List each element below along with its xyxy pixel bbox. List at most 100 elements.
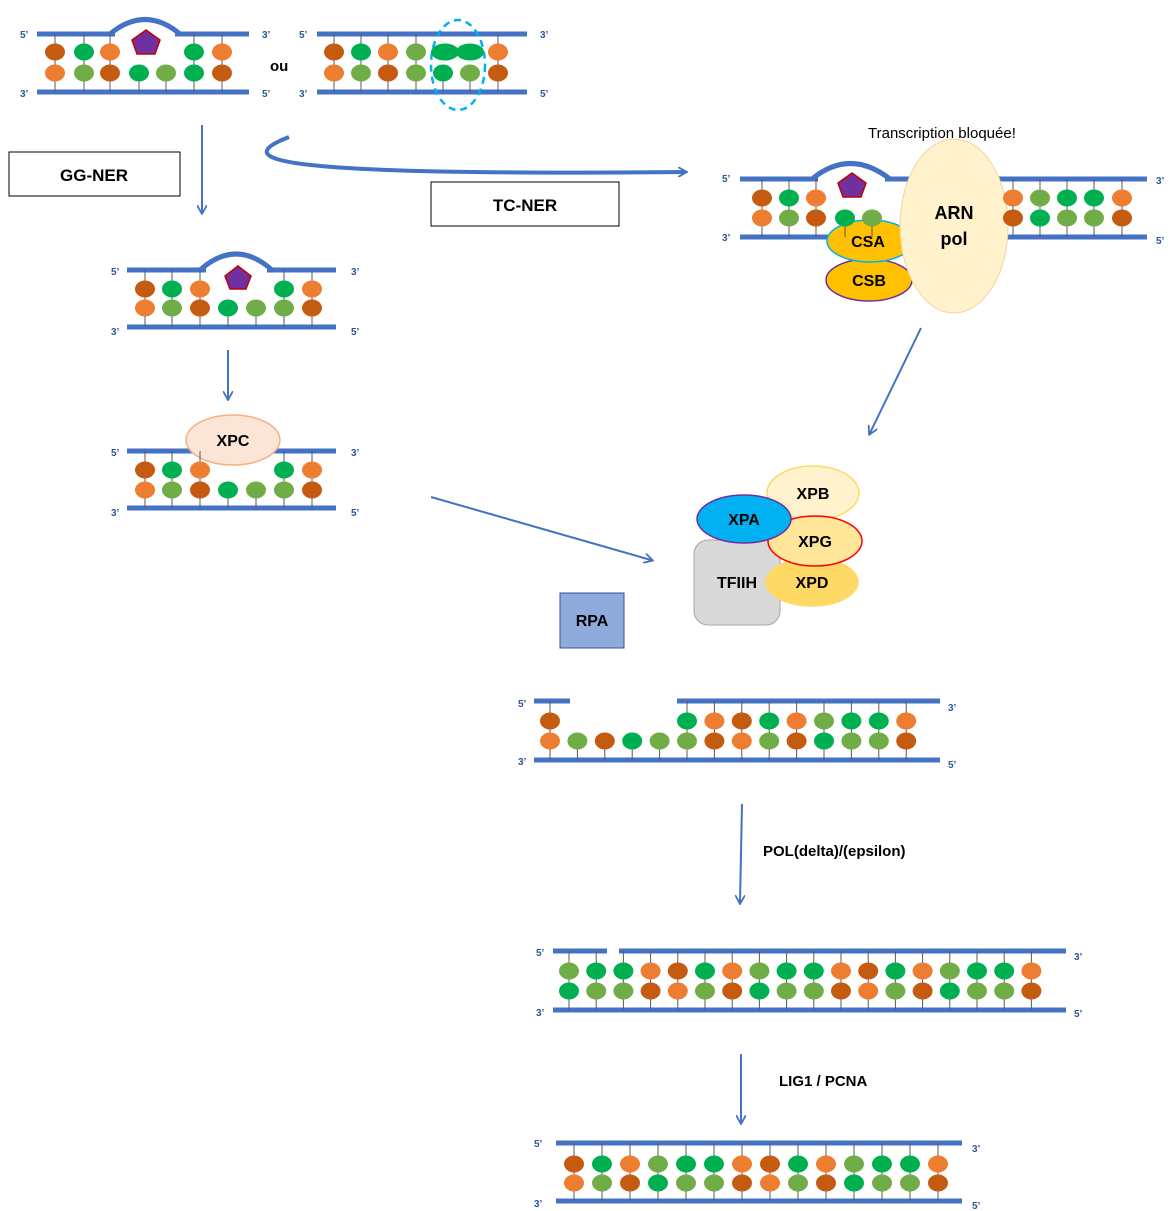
nucleotide	[1021, 982, 1042, 1000]
nucleotide	[1112, 209, 1132, 227]
nucleotide	[302, 481, 322, 499]
nucleotide	[190, 481, 210, 499]
five-prime-label: 5’	[536, 948, 545, 959]
thymine-dimer-icon	[429, 18, 487, 112]
nucleotide	[135, 280, 155, 298]
nucleotide	[488, 64, 508, 82]
nucleotide	[868, 712, 889, 730]
nucleotide	[1021, 962, 1042, 980]
nucleotide	[844, 1174, 864, 1192]
rna-pol-label-line2: pol	[941, 229, 968, 249]
nucleotide	[594, 732, 615, 750]
nucleotide	[677, 712, 697, 730]
gg-ner-label: GG-NER	[60, 166, 128, 185]
ligation-label: LIG1 / PCNA	[779, 1073, 868, 1090]
nucleotide	[667, 982, 688, 1000]
nucleotide	[648, 1155, 668, 1173]
five-prime-label: 5’	[351, 508, 360, 519]
nucleotide	[592, 1174, 612, 1192]
nucleotide	[274, 280, 294, 298]
nucleotide	[912, 982, 933, 1000]
five-prime-label: 5’	[20, 30, 29, 41]
nucleotide	[564, 1174, 584, 1192]
nucleotide	[704, 732, 725, 750]
three-prime-label: 3’	[518, 757, 527, 768]
nucleotide	[760, 1174, 780, 1192]
dna-excised: 5’ 3’ 3’ 5’	[518, 698, 957, 771]
five-prime-label: 5’	[262, 89, 271, 100]
nucleotide	[613, 982, 634, 1000]
nucleotide	[676, 1155, 696, 1173]
nucleotide	[567, 732, 588, 750]
tc-ner-box	[430, 181, 620, 227]
nucleotide	[162, 461, 182, 479]
nucleotide	[274, 299, 294, 317]
three-prime-label: 3’	[722, 233, 731, 244]
xpb-label: XPB	[797, 486, 830, 503]
lesion-bulge	[198, 251, 274, 272]
nucleotide	[406, 43, 426, 61]
nucleotide	[967, 962, 987, 980]
nucleotide	[1003, 189, 1023, 207]
nucleotide	[324, 64, 344, 82]
nucleotide	[218, 481, 238, 499]
dna-xpc: XPC 5’ 3’ 3’ 5’	[111, 414, 360, 519]
nucleotide	[586, 982, 607, 1000]
nucleotide	[841, 712, 862, 730]
nucleotide	[994, 962, 1015, 980]
nucleotide	[731, 712, 752, 730]
five-prime-label: 5’	[111, 448, 120, 459]
nucleotide	[129, 64, 149, 82]
nucleotide	[162, 481, 182, 499]
nucleotide	[806, 189, 826, 207]
nucleotide	[732, 1155, 752, 1173]
nucleotide	[559, 982, 579, 1000]
nucleotide	[190, 280, 210, 298]
nucleotide	[74, 43, 94, 61]
nucleotide	[74, 64, 94, 82]
nucleotide	[184, 64, 204, 82]
nucleotide	[302, 461, 322, 479]
nucleotide	[939, 962, 960, 980]
tfiih-label: TFIIH	[717, 575, 757, 592]
nucleotide	[900, 1174, 920, 1192]
nucleotide	[135, 481, 155, 499]
nucleotide	[928, 1174, 948, 1192]
dna-gg-ner: 5’ 3’ 3’ 5’	[111, 251, 360, 338]
nucleotide	[564, 1155, 584, 1173]
nucleotide	[722, 982, 743, 1000]
five-prime-label: 5’	[972, 1201, 981, 1211]
pentagon-lesion-icon	[131, 29, 161, 55]
nucleotide	[540, 732, 560, 750]
nucleotide	[752, 189, 772, 207]
nucleotide	[351, 64, 371, 82]
flow-arrow-icon	[430, 496, 651, 560]
nucleotide	[967, 982, 987, 1000]
nucleotide	[722, 962, 743, 980]
dna-lesion-top: 5’ 3’ 3’ 5’	[20, 17, 271, 100]
nucleotide	[1030, 209, 1050, 227]
nucleotide	[912, 962, 933, 980]
three-prime-label: 3’	[534, 1199, 543, 1210]
csa-label: CSA	[851, 234, 885, 251]
rna-pol-label-line1: ARN	[935, 203, 974, 223]
nucleotide	[45, 43, 65, 61]
xpg-label: XPG	[798, 534, 832, 551]
nucleotide	[896, 732, 917, 750]
nucleotide	[246, 481, 266, 499]
nucleotide	[704, 712, 725, 730]
nucleotide	[841, 732, 862, 750]
nucleotide	[844, 1155, 864, 1173]
nucleotide	[190, 299, 210, 317]
nucleotide	[939, 982, 960, 1000]
nucleotide	[540, 712, 560, 730]
flow-arrow-icon	[870, 327, 922, 433]
nucleotide	[274, 461, 294, 479]
nucleotide	[760, 1155, 780, 1173]
nucleotide	[162, 299, 182, 317]
three-prime-label: 3’	[972, 1144, 981, 1155]
tfiih-complex: TFIIH XPB XPD XPG XPA	[693, 465, 863, 626]
pentagon-lesion-icon	[837, 172, 867, 198]
nucleotide	[831, 962, 851, 980]
five-prime-label: 5’	[1074, 1009, 1083, 1020]
